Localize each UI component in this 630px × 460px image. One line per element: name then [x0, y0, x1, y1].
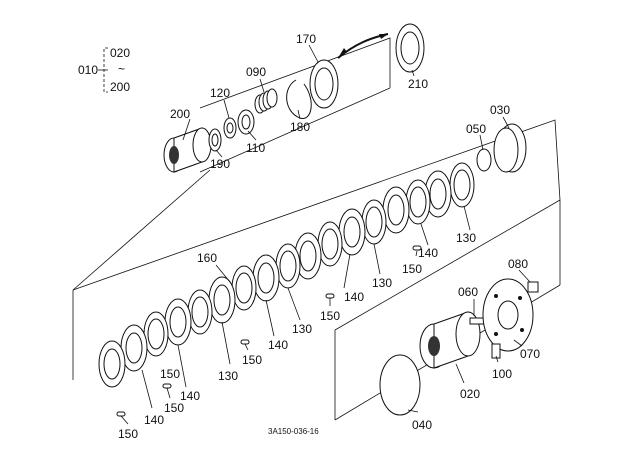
- part-100-bolt: [491, 343, 501, 359]
- range-note-to-label: 200: [110, 80, 130, 94]
- part-170-plate: [309, 59, 339, 109]
- callout-150-a: 150: [402, 262, 422, 276]
- callout-160: 160: [197, 251, 217, 265]
- interchange-arrow: [337, 33, 389, 59]
- callout-140-e: 140: [144, 413, 164, 427]
- leader-lines: [120, 44, 531, 425]
- part-020-hub: [419, 311, 481, 369]
- part-110-spring-seat: [237, 109, 255, 135]
- callout-140-b: 140: [344, 290, 364, 304]
- callout-130-d: 130: [218, 369, 238, 383]
- callout-170: 170: [296, 32, 316, 46]
- callout-080: 080: [508, 257, 528, 271]
- part-210-plate: [395, 23, 425, 73]
- callout-140-d: 140: [180, 389, 200, 403]
- callout-020: 020: [460, 387, 480, 401]
- part-060-bolt-small: [469, 317, 485, 325]
- callout-100: 100: [492, 367, 512, 381]
- callout-110: 110: [246, 141, 265, 155]
- callout-090: 090: [246, 65, 266, 79]
- callout-180: 180: [290, 120, 310, 134]
- callout-190: 190: [210, 157, 230, 171]
- part-030-piston: [493, 123, 527, 173]
- callouts: 170 210 090 120 200 110 180 190 030 050 …: [118, 32, 540, 441]
- callout-140-a: 140: [418, 246, 438, 260]
- callout-130-b: 130: [372, 276, 392, 290]
- callout-050: 050: [466, 122, 486, 136]
- callout-150-d: 150: [160, 367, 180, 381]
- callout-150-b: 150: [320, 309, 340, 323]
- part-070-flange: [482, 278, 534, 352]
- callout-200: 200: [170, 107, 190, 121]
- range-note-assembly-label: 010: [78, 63, 98, 77]
- part-080-bolt: [527, 281, 539, 293]
- callout-210: 210: [408, 77, 428, 91]
- callout-070: 070: [520, 347, 540, 361]
- callout-060: 060: [458, 285, 478, 299]
- part-090-spring: [254, 88, 278, 114]
- callout-140-c: 140: [268, 338, 288, 352]
- range-note-tilde: ~: [118, 62, 125, 76]
- callout-150-e: 150: [164, 401, 184, 415]
- part-190-ring: [208, 128, 222, 152]
- callout-150-f: 150: [118, 427, 138, 441]
- callout-030: 030: [490, 103, 510, 117]
- callout-150-c: 150: [242, 353, 262, 367]
- range-note: 010 020 ~ 200: [78, 46, 130, 94]
- drawing-number: 3A150-036-16: [268, 427, 319, 436]
- callout-130-c: 130: [292, 322, 312, 336]
- callout-130-a: 130: [456, 231, 476, 245]
- callout-120: 120: [210, 86, 230, 100]
- callout-040: 040: [412, 418, 432, 432]
- part-120-washer: [223, 117, 237, 139]
- assembly-outlines: [72, 37, 561, 421]
- clutch-plate-stack: [98, 162, 475, 388]
- part-040-o-ring: [379, 354, 421, 416]
- part-200-drum: [163, 127, 212, 173]
- part-050-o-ring: [476, 148, 492, 172]
- range-note-from-label: 020: [110, 46, 130, 60]
